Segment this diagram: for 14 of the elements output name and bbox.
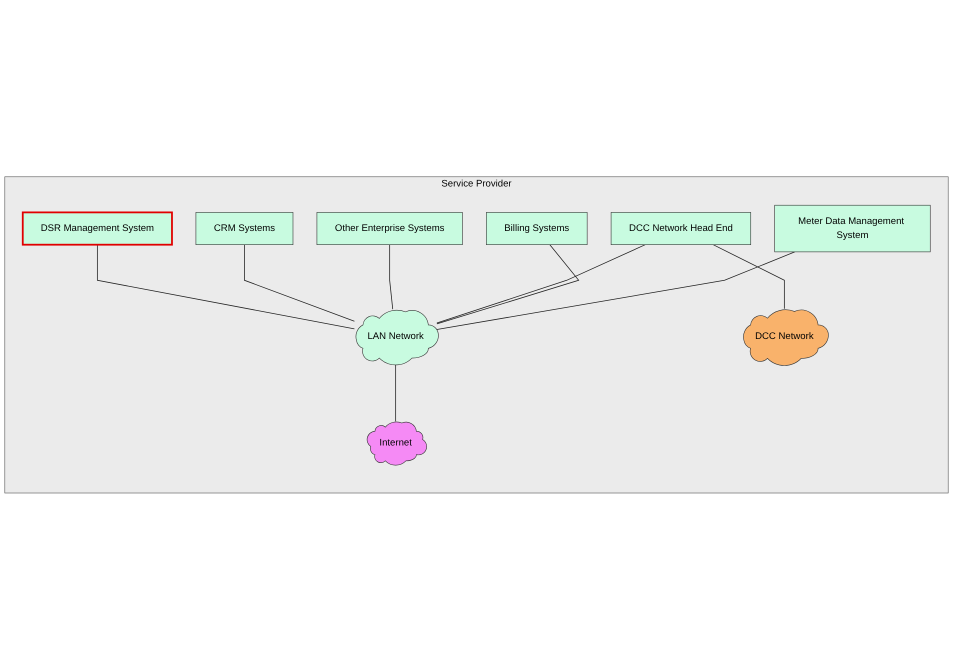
- connector: [436, 252, 796, 330]
- node-box: Other Enterprise Systems: [316, 212, 463, 246]
- connector: [395, 364, 396, 422]
- connector: [712, 244, 785, 310]
- node-box: DCC Network Head End: [610, 212, 752, 246]
- node-box: Meter Data Management System: [774, 205, 931, 252]
- connector: [436, 244, 646, 324]
- connector: [436, 244, 580, 324]
- connector: [389, 244, 394, 310]
- node-box: DSR Management System: [22, 212, 173, 246]
- node-box: Billing Systems: [486, 212, 588, 246]
- connector: [244, 244, 355, 322]
- node-box: CRM Systems: [196, 212, 294, 246]
- connector: [96, 244, 355, 330]
